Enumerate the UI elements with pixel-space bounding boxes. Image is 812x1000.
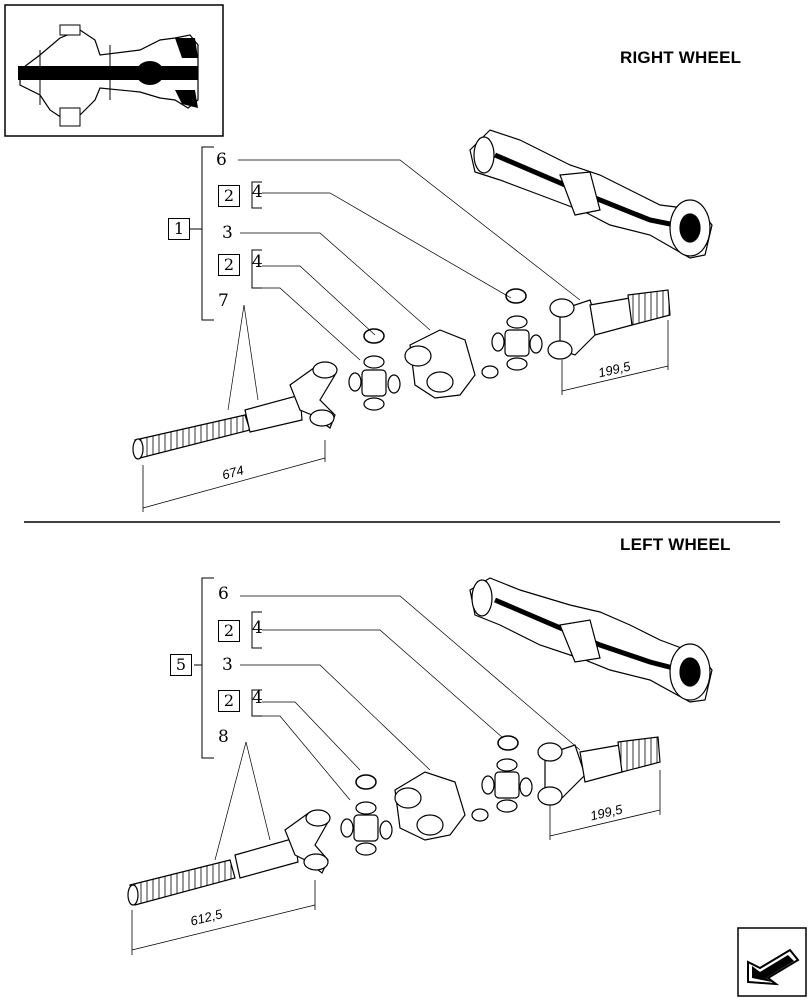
left-spider-left bbox=[340, 801, 393, 856]
left-callout-bracket bbox=[194, 577, 262, 759]
right-dimension-lines bbox=[142, 320, 669, 512]
next-page-arrow-icon[interactable] bbox=[737, 927, 807, 997]
left-callout-2b: 2 bbox=[218, 690, 240, 712]
left-callout-3: 3 bbox=[222, 655, 233, 675]
left-circlip-left bbox=[355, 774, 377, 790]
right-callout-3: 3 bbox=[222, 223, 233, 243]
left-leader-lines bbox=[214, 595, 581, 861]
overview-thumbnail bbox=[4, 4, 224, 137]
left-callout-4a: 4 bbox=[252, 618, 263, 638]
left-section-title: LEFT WHEEL bbox=[620, 535, 731, 554]
right-shaft-long bbox=[132, 394, 303, 460]
right-section-title: RIGHT WHEEL bbox=[620, 48, 742, 67]
right-shaft-short bbox=[547, 289, 671, 360]
left-shaft-short bbox=[537, 736, 661, 806]
right-yoke-left bbox=[289, 361, 338, 429]
left-axle-illustration bbox=[469, 577, 713, 703]
right-callout-2a: 2 bbox=[218, 185, 240, 207]
left-callout-8: 8 bbox=[218, 727, 229, 747]
left-circlip-right bbox=[497, 735, 519, 751]
left-dimension-lines bbox=[131, 770, 661, 955]
right-spider-right bbox=[491, 315, 543, 371]
left-double-yoke bbox=[394, 771, 489, 841]
right-leader-lines bbox=[227, 159, 581, 411]
right-callout-4b: 4 bbox=[252, 252, 263, 272]
left-group-ref: 5 bbox=[170, 654, 192, 676]
left-yoke-left bbox=[284, 809, 331, 874]
right-axle-illustration bbox=[469, 129, 713, 259]
left-callout-4b: 4 bbox=[252, 688, 263, 708]
right-circlip-left bbox=[363, 328, 385, 344]
right-spider-left bbox=[348, 355, 401, 411]
left-shaft-long bbox=[127, 837, 299, 906]
right-double-yoke bbox=[404, 329, 499, 399]
right-callout-7: 7 bbox=[218, 291, 229, 311]
left-spider-right bbox=[481, 758, 533, 813]
right-circlip-right bbox=[505, 288, 527, 304]
left-callout-2a: 2 bbox=[218, 620, 240, 642]
right-group-ref: 1 bbox=[168, 218, 190, 240]
left-callout-6: 6 bbox=[218, 584, 229, 604]
right-callout-6: 6 bbox=[216, 150, 227, 170]
right-callout-2b: 2 bbox=[218, 254, 240, 276]
right-callout-bracket bbox=[190, 146, 262, 321]
right-callout-4a: 4 bbox=[252, 182, 263, 202]
